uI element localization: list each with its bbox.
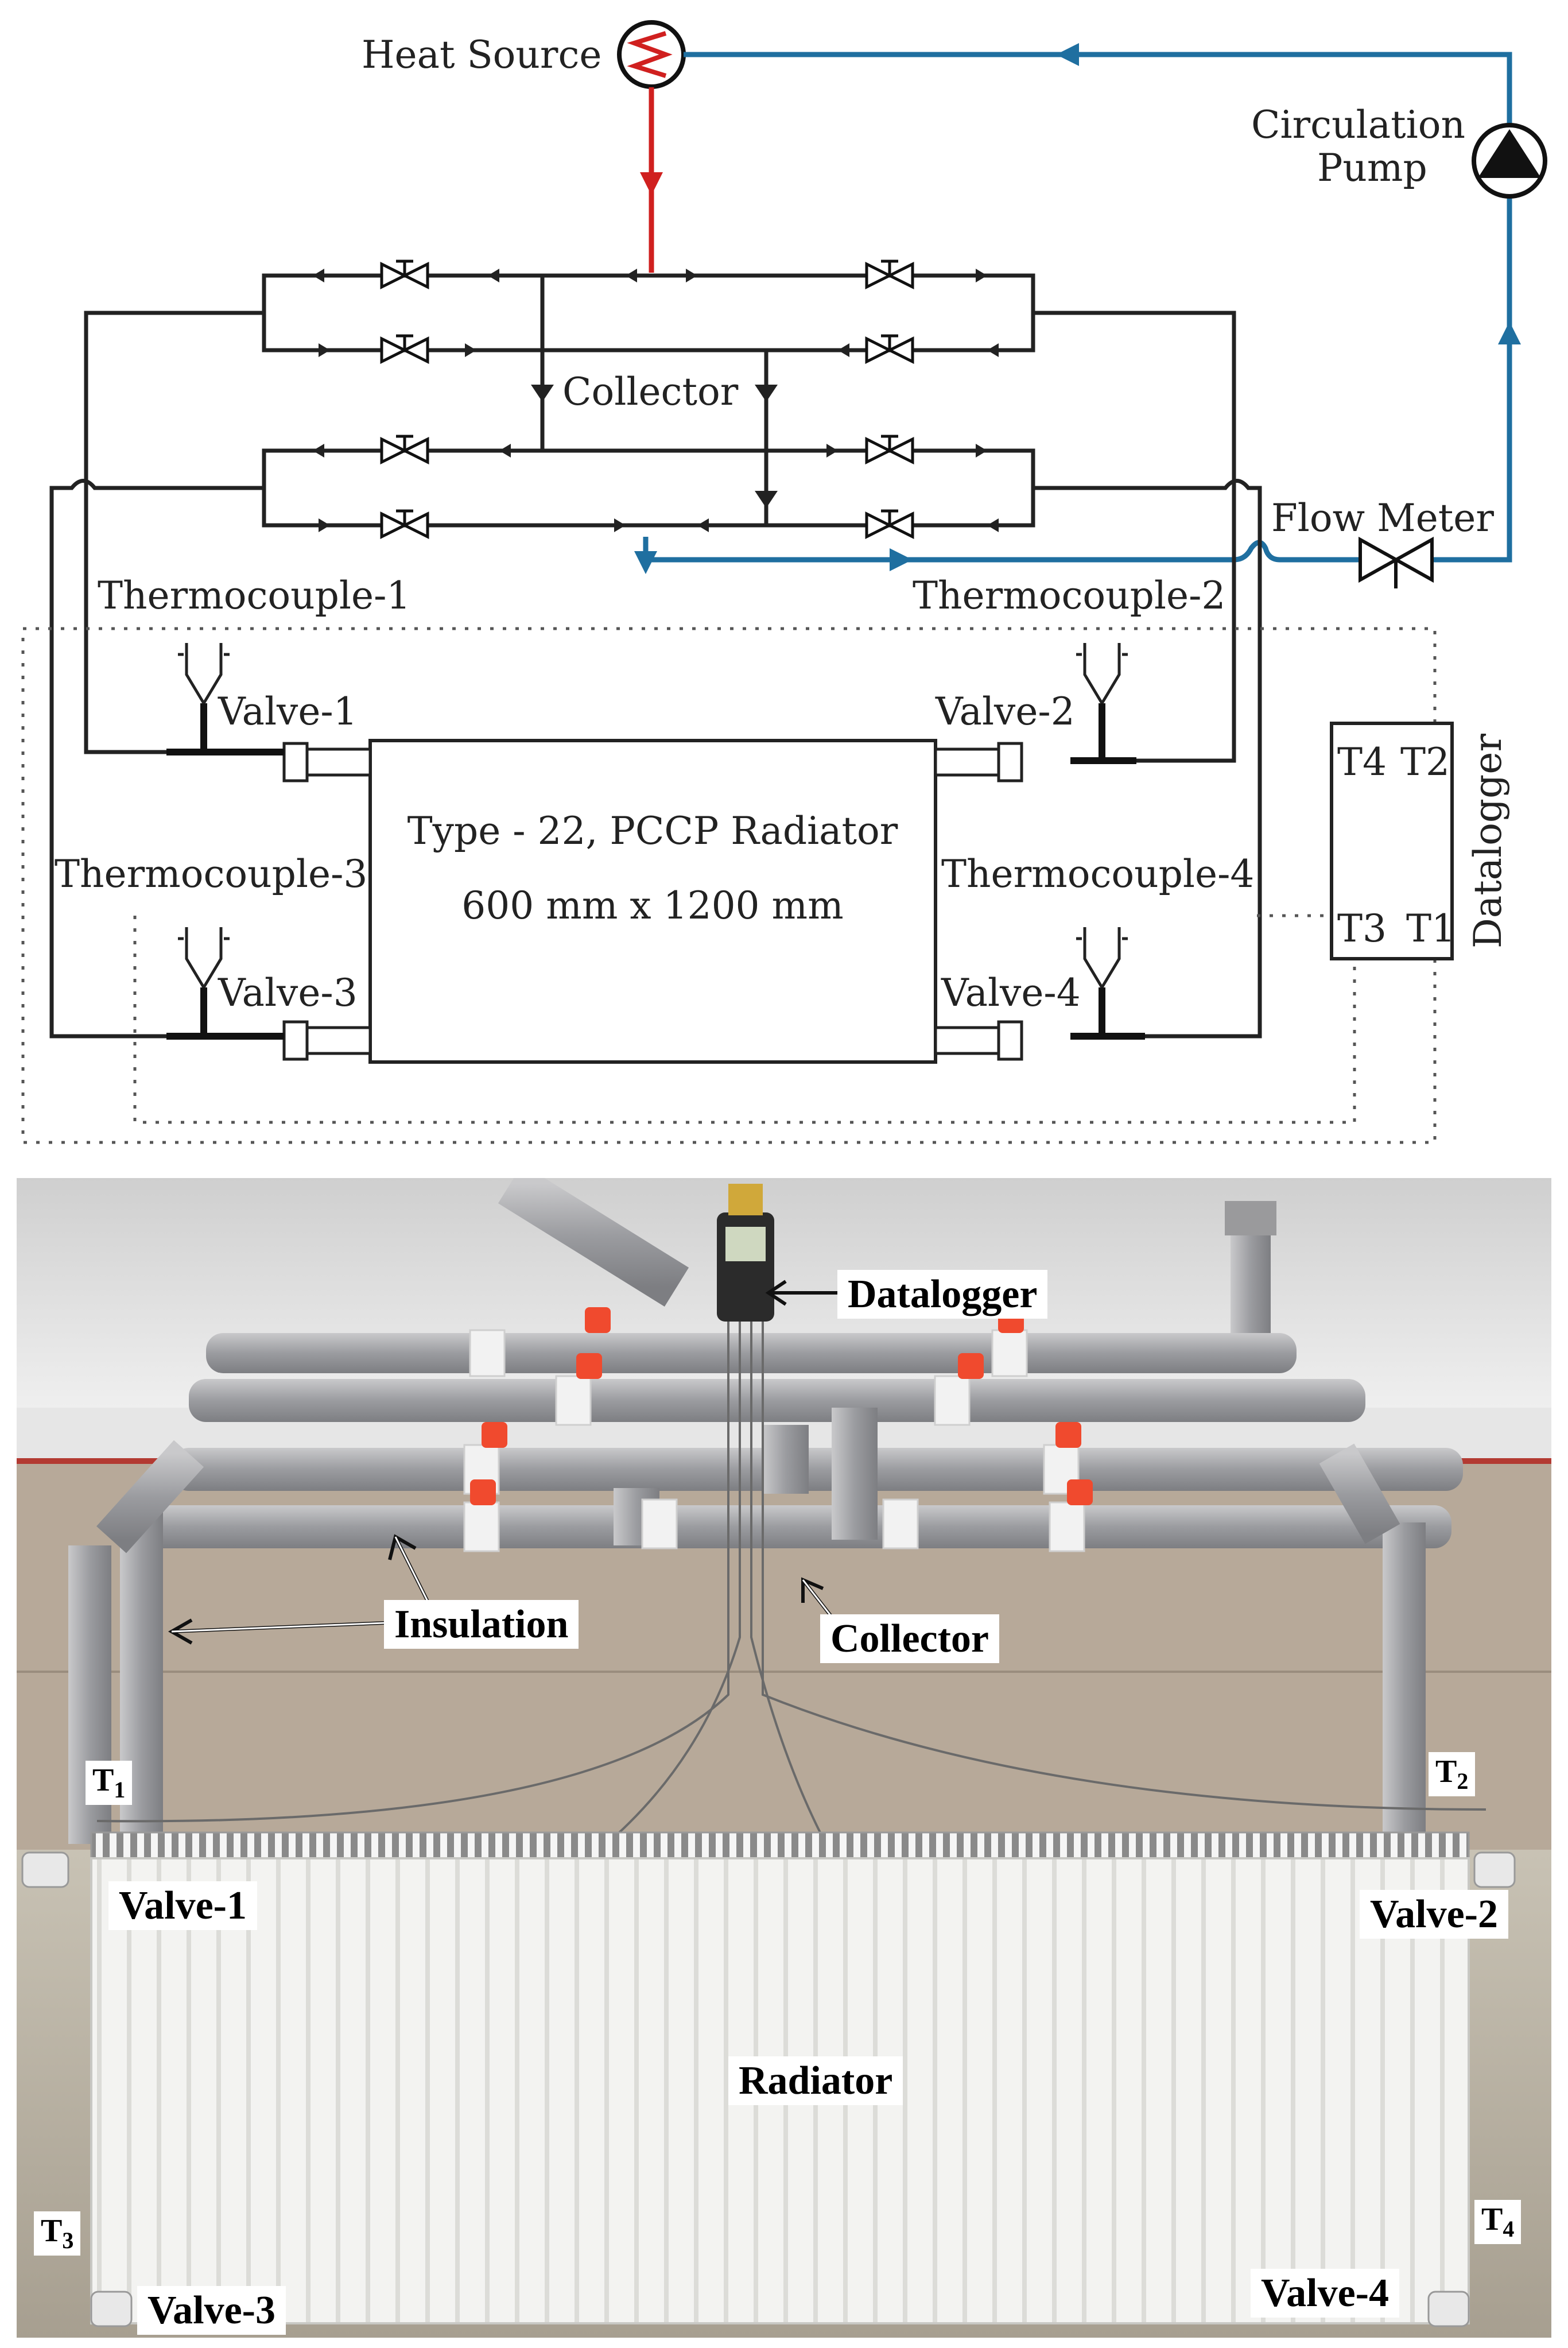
channel-t2: T2 <box>1400 740 1450 784</box>
radiator-label-line2: 600 mm x 1200 mm <box>461 884 843 928</box>
thermocouple-2-label: Thermocouple-2 <box>913 574 1225 618</box>
valve-3-label: Valve-3 <box>218 971 358 1015</box>
valve-1-label: Valve-1 <box>218 689 358 734</box>
collector-label: Collector <box>562 370 739 414</box>
thermocouple-4-label: Thermocouple-4 <box>941 852 1254 896</box>
pump-label-line2: Pump <box>1317 146 1427 190</box>
manifold-arrows <box>313 269 999 532</box>
datalogger-box <box>1330 722 1454 960</box>
photo-label-t1: T1 <box>86 1761 133 1805</box>
schematic-diagram: Heat Source Circulation Pump Flow Meter … <box>21 20 1547 1144</box>
return-arrow-right <box>1498 321 1521 344</box>
thermocouple-1-label: Thermocouple-1 <box>98 574 410 618</box>
datalogger-label: Datalogger <box>1466 734 1510 949</box>
channel-t3: T3 <box>1337 906 1387 951</box>
photo-arrows <box>168 1280 845 1645</box>
circulation-pump-icon <box>1472 123 1547 199</box>
thermocouple-3-label: Thermocouple-3 <box>55 852 367 896</box>
radiator-fittings <box>282 742 1023 1061</box>
thermocouple-probes <box>178 643 1128 989</box>
return-arrow-collector <box>634 551 657 574</box>
supply-arrow <box>640 172 663 195</box>
manifold-valves <box>380 259 914 540</box>
photo-label-radiator: Radiator <box>728 2056 903 2105</box>
pump-label-line1: Circulation <box>1251 103 1465 147</box>
setup-photo: Datalogger Insulation Collector Radiator… <box>17 1178 1551 2338</box>
return-arrow-bottom <box>890 548 913 571</box>
photo-label-insulation: Insulation <box>384 1600 579 1649</box>
radiator-box <box>368 739 937 1064</box>
photo-label-t3: T3 <box>34 2211 81 2256</box>
photo-label-valve-2: Valve-2 <box>1360 1890 1508 1939</box>
radiator-valves <box>166 703 1145 1040</box>
photo-label-valve-1: Valve-1 <box>108 1881 257 1930</box>
photo-label-t4: T4 <box>1474 2200 1522 2245</box>
photo-label-collector: Collector <box>820 1614 999 1663</box>
channel-t1: T1 <box>1406 906 1456 951</box>
flow-meter-label: Flow Meter <box>1271 496 1494 540</box>
channel-t4: T4 <box>1337 740 1387 784</box>
photo-label-valve-4: Valve-4 <box>1251 2269 1399 2318</box>
radiator-label-line1: Type - 22, PCCP Radiator <box>407 809 898 853</box>
flow-meter-icon <box>1359 536 1434 588</box>
photo-label-t2: T2 <box>1429 1752 1476 1797</box>
photo-label-datalogger: Datalogger <box>837 1270 1048 1319</box>
valve-4-label: Valve-4 <box>941 971 1081 1015</box>
photo-label-valve-3: Valve-3 <box>137 2286 286 2335</box>
heat-source-icon <box>617 20 686 89</box>
radiator-pipes <box>49 311 1262 1039</box>
return-arrow-top <box>1056 43 1079 66</box>
valve-2-label: Valve-2 <box>935 689 1075 734</box>
heat-source-label: Heat Source <box>362 33 602 77</box>
